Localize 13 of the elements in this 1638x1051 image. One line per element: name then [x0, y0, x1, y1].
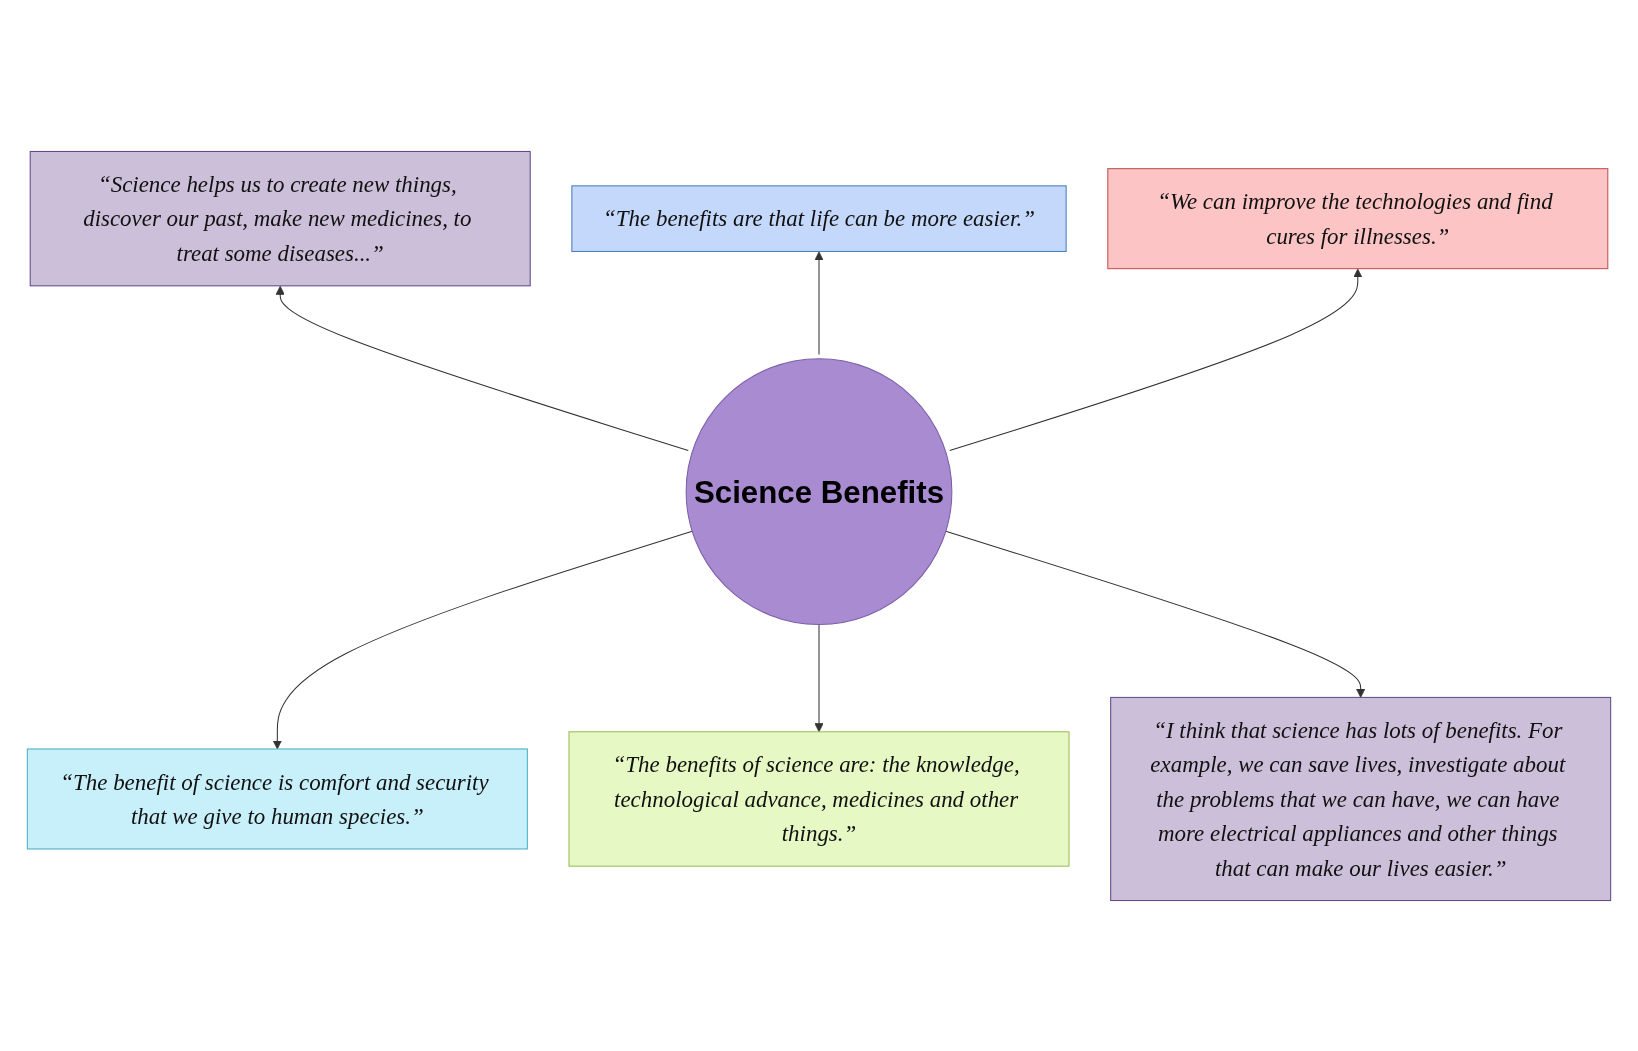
arrow [272, 530, 693, 749]
node-box: “Science helps us to create new things, discover our past, make new medicines, to treat some diseases...” [29, 150, 531, 286]
node-box: “The benefit of science is comfort and security that we give to human species.” [26, 747, 528, 849]
node-box: “We can improve the technologies and find cures for illnesses.” [1107, 167, 1609, 269]
arrow [814, 623, 824, 732]
node-circle: Science Benefits [685, 357, 953, 625]
arrow [949, 268, 1363, 451]
node-box: “The benefits of science are: the knowledge, technological advance, medicines and other things.” [568, 730, 1070, 867]
arrow [814, 250, 824, 355]
node-box: “I think that science has lots of benefits. For example, we can save lives, investigate about the problems that we can have, we can have more electrical appliances and other things that can make our lives easier.” [1110, 696, 1612, 901]
arrow [945, 530, 1366, 698]
node-box: “The benefits are that life can be more easier.” [571, 184, 1067, 252]
arrow [275, 285, 689, 451]
